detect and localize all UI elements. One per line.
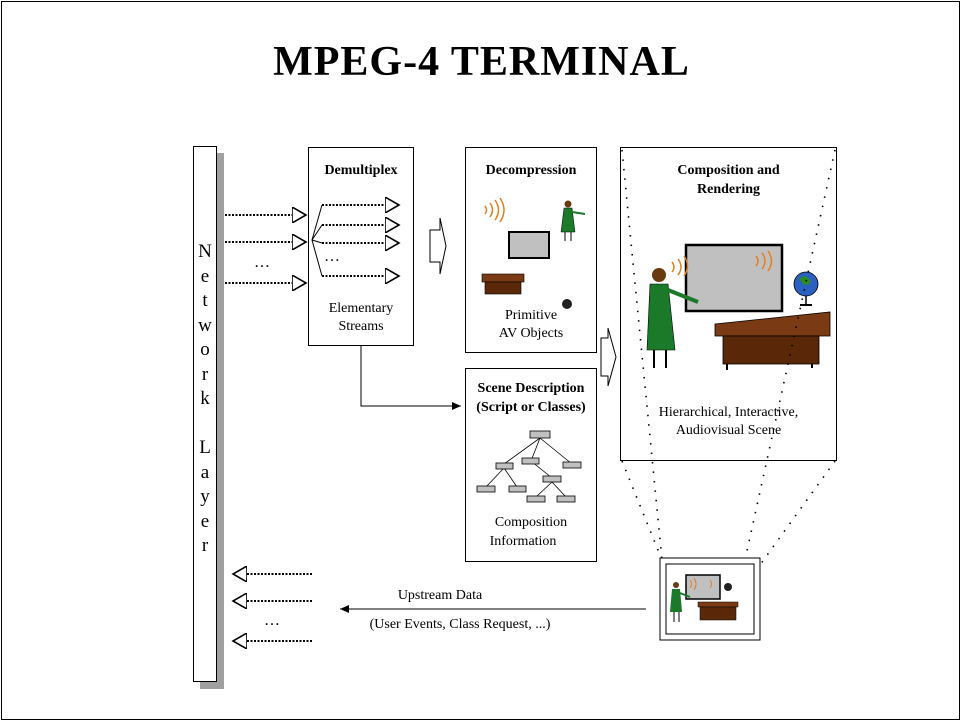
block-arrow-demux xyxy=(429,217,447,275)
tree-node xyxy=(521,457,540,465)
page-title: MPEG-4 TERMINAL xyxy=(273,39,690,85)
tree-node xyxy=(526,495,546,503)
tree-node xyxy=(476,485,496,493)
sound-wave-icon xyxy=(484,197,505,223)
scene-description-title-1: Scene Description xyxy=(477,381,585,396)
decompression-caption-2: AV Objects xyxy=(498,326,564,341)
scene-description-caption-2: Information xyxy=(489,534,557,549)
decompression-title: Decompression xyxy=(485,163,577,178)
network-layer-bar xyxy=(193,146,217,682)
tree-node xyxy=(495,462,514,470)
screen-object xyxy=(508,231,550,259)
projection-lines xyxy=(621,149,836,566)
scene-globe xyxy=(793,271,819,306)
tree-node xyxy=(508,485,527,493)
composition-caption-1: Hierarchical, Interactive, xyxy=(658,405,799,420)
upstream-label: Upstream Data xyxy=(397,588,483,603)
demultiplex-caption-2: Streams xyxy=(338,319,384,334)
desk-object-small xyxy=(481,273,525,295)
primitive-av-objects xyxy=(481,197,586,309)
globe-object-small xyxy=(562,299,572,309)
teacher-figure-small xyxy=(560,200,586,241)
scene-description-caption-1: Composition xyxy=(494,515,568,530)
tree-node xyxy=(562,461,582,469)
scene-teacher-figure xyxy=(646,268,699,368)
tree-node xyxy=(556,495,576,503)
upstream-ellipsis: … xyxy=(264,612,282,629)
scene-tree xyxy=(476,430,582,503)
demux-fan-lines xyxy=(311,204,323,277)
composition-title-1: Composition and xyxy=(677,163,780,178)
tree-node-root xyxy=(529,430,551,439)
scene-screen xyxy=(684,243,784,313)
demux-to-scene-arrow xyxy=(360,346,461,410)
demultiplex-title: Demultiplex xyxy=(324,163,398,178)
scene-desk xyxy=(714,311,831,370)
scene-description-title-2: (Script or Classes) xyxy=(476,400,586,415)
upstream-detail: (User Events, Class Request, ...) xyxy=(369,617,551,632)
composition-title-2: Rendering xyxy=(697,182,760,197)
block-arrow-composition xyxy=(600,327,617,387)
user-terminal-thumbnail xyxy=(659,557,761,641)
demultiplex-ellipsis: … xyxy=(324,248,342,265)
composition-caption-2: Audiovisual Scene xyxy=(675,423,782,438)
outgoing-stream-arrows xyxy=(233,574,312,641)
network-layer-label: N e t w o r k L a y e r xyxy=(198,241,212,556)
composed-scene xyxy=(646,243,831,370)
scene-sound-wave-right xyxy=(755,250,773,272)
incoming-stream-arrows xyxy=(225,215,306,283)
demultiplex-caption-1: Elementary xyxy=(328,301,394,316)
decompression-caption-1: Primitive xyxy=(504,308,558,323)
scene-sound-wave-left xyxy=(671,255,689,277)
tree-node xyxy=(542,475,562,483)
elementary-stream-arrows xyxy=(322,205,399,276)
incoming-stream-ellipsis: … xyxy=(254,254,272,271)
